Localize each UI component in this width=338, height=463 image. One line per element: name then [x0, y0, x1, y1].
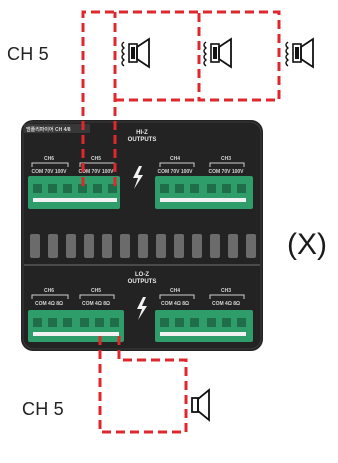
- loz-channel-label: CH3: [221, 288, 231, 294]
- transformer-speaker-icon: [203, 37, 232, 69]
- hiz-subtitle: OUTPUTS: [128, 137, 157, 143]
- loz-channel-label: CH5: [91, 288, 101, 294]
- lightning-warning-icon: [137, 297, 147, 320]
- loz-terminal-label: COM 4Ω 8Ω: [35, 301, 63, 307]
- hiz-channel-label: CH4: [170, 156, 180, 162]
- top-channel-label: CH 5: [7, 44, 49, 64]
- loz-channel-label: CH6: [44, 288, 54, 294]
- loz-terminal-block: [155, 310, 253, 342]
- vent-slots: [30, 234, 256, 258]
- transformer-speaker-icon: [121, 37, 150, 69]
- hiz-terminal-label: COM 70V 100V: [208, 169, 244, 175]
- transformer-speaker-icon: [285, 37, 314, 69]
- hiz-terminal-block: [28, 176, 120, 209]
- panel-model-text: 앰플리파이어 CH 4/8: [26, 126, 71, 133]
- hiz-title: HI-Z: [136, 130, 148, 136]
- hiz-terminal-label: COM 70V 100V: [78, 169, 114, 175]
- hiz-terminal-block: [155, 176, 253, 209]
- loz-terminal-label: COM 4Ω 8Ω: [212, 301, 240, 307]
- loz-terminal-label: COM 4Ω 8Ω: [161, 301, 189, 307]
- loz-terminal-block: [28, 310, 124, 342]
- wiring-path: [81, 10, 281, 434]
- hiz-terminal-label: COM 70V 100V: [157, 169, 193, 175]
- lightning-warning-icon: [133, 166, 143, 189]
- wrong-connection-mark: (X): [287, 228, 327, 261]
- speaker-icon: [191, 388, 210, 422]
- loz-channel-label: CH4: [170, 288, 180, 294]
- loz-terminal-label: COM 4Ω 8Ω: [82, 301, 110, 307]
- loz-subtitle: OUTPUTS: [128, 279, 157, 285]
- bottom-channel-label: CH 5: [22, 399, 64, 419]
- hiz-terminal-label: COM 70V 100V: [31, 169, 67, 175]
- hiz-channel-label: CH6: [44, 156, 54, 162]
- amplifier-rear-panel: 앰플리파이어 CH 4/8 HI-Z OUTPUTS CH6 CH5 CH4 C…: [21, 120, 263, 351]
- hiz-channel-label: CH3: [221, 156, 231, 162]
- loz-title: LO-Z: [135, 272, 149, 278]
- hiz-channel-label: CH5: [91, 156, 101, 162]
